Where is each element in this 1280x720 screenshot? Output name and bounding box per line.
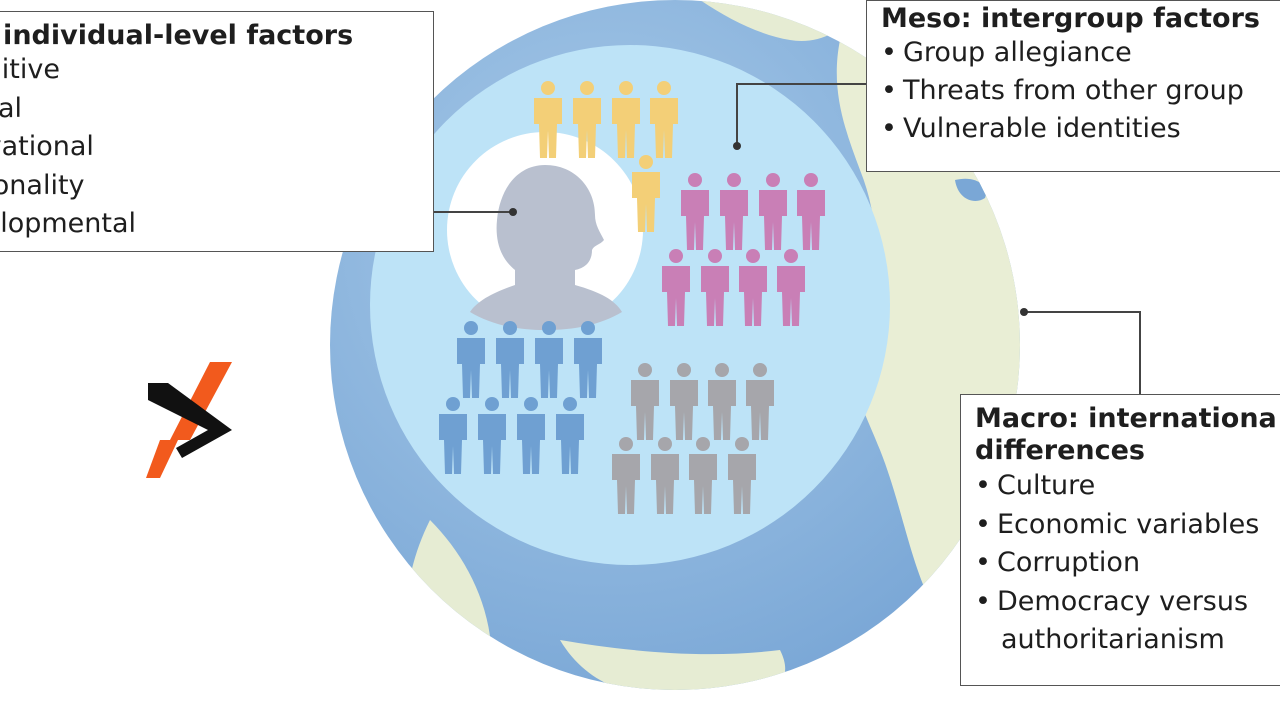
people-groups	[439, 81, 825, 514]
list-item: ersonality	[0, 169, 85, 201]
person-icon	[662, 249, 690, 326]
list-item-label: Culture	[997, 470, 1096, 501]
list-item-label: Threats from other group	[903, 75, 1244, 106]
person-icon	[681, 173, 709, 250]
list-item: inical	[0, 92, 23, 124]
macro-title-line1: Macro: internationa	[975, 403, 1277, 434]
person-icon	[670, 363, 698, 440]
logo-icon	[146, 362, 232, 478]
list-item: otivational	[0, 131, 94, 162]
person-icon	[650, 81, 678, 158]
person-icon	[651, 437, 679, 514]
person-icon	[689, 437, 717, 514]
macro-connector-dot	[1020, 308, 1028, 316]
person-icon	[457, 321, 485, 398]
person-icon	[777, 249, 805, 326]
individual-portrait	[447, 132, 643, 330]
list-item-label: Democracy versus	[997, 585, 1249, 617]
meso-connector	[736, 83, 866, 146]
person-icon	[708, 363, 736, 440]
macro-title-line2: differences	[975, 435, 1146, 466]
person-icon	[478, 397, 506, 474]
list-item-label: Economic variables	[997, 508, 1260, 540]
person-icon	[739, 249, 767, 326]
macro-connector	[1024, 311, 1141, 394]
list-item: •Vulnerable identities	[881, 113, 1181, 144]
person-icon	[573, 81, 601, 158]
micro-connector-dot	[509, 208, 517, 216]
person-icon	[439, 397, 467, 474]
person-icon	[574, 321, 602, 398]
list-item: •Culture	[975, 470, 1096, 501]
person-icon	[632, 155, 660, 232]
macro-factors-box: Macro: internationa differences •Culture…	[960, 394, 1280, 686]
meso-title: Meso: intergroup factors	[881, 3, 1260, 34]
person-icon	[556, 397, 584, 474]
list-item: evelopmental	[0, 208, 137, 239]
list-item-label: Vulnerable identities	[903, 113, 1181, 144]
person-icon	[720, 173, 748, 250]
list-item: •Democracy versus	[975, 585, 1249, 617]
list-item: •Group allegiance	[881, 37, 1132, 68]
list-item: •Corruption	[975, 547, 1141, 578]
person-icon	[746, 363, 774, 440]
list-item: •Threats from other group	[881, 75, 1244, 106]
meso-factors-box: Meso: intergroup factors •Group allegian…	[866, 0, 1280, 172]
list-item: ognitive	[0, 54, 60, 85]
person-icon	[631, 363, 659, 440]
list-item-label: Group allegiance	[903, 37, 1132, 68]
person-icon	[517, 397, 545, 474]
micro-list: ognitive inical otivational ersonality e…	[0, 51, 421, 244]
person-icon	[728, 437, 756, 514]
person-icon	[797, 173, 825, 250]
person-icon	[535, 321, 563, 398]
person-icon	[612, 437, 640, 514]
person-icon	[496, 321, 524, 398]
micro-factors-box: ro: individual-level factors ognitive in…	[0, 11, 434, 252]
meso-list: •Group allegiance •Threats from other gr…	[881, 34, 1280, 148]
person-icon	[534, 81, 562, 158]
micro-title: ro: individual-level factors	[0, 20, 354, 51]
person-icon	[701, 249, 729, 326]
person-icon	[759, 173, 787, 250]
person-silhouette-icon	[470, 165, 622, 330]
person-icon	[612, 81, 640, 158]
list-item: •Economic variables	[975, 508, 1260, 540]
connector-lines	[434, 83, 1141, 394]
macro-list: •Culture •Economic variables •Corruption…	[975, 467, 1280, 660]
list-item-continuation: authoritarianism	[1001, 624, 1225, 655]
list-item-label: Corruption	[997, 547, 1141, 578]
meso-connector-dot	[733, 142, 741, 150]
